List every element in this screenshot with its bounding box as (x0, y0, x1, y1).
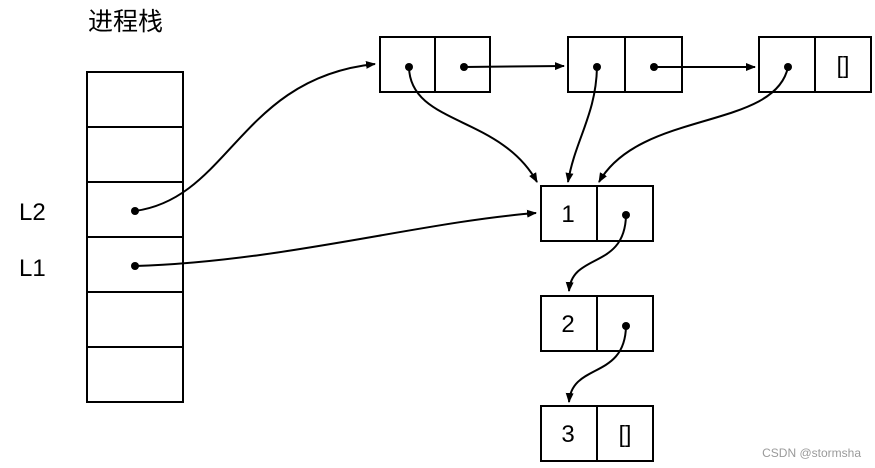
inner-cell-3-cdr (596, 405, 654, 462)
inner-cell-2-value: 2 (561, 311, 574, 338)
inner-cell-3 (540, 405, 654, 462)
arrow-outer-1-car-to-inner-1 (408, 66, 538, 183)
process-stack (86, 71, 184, 403)
watermark: CSDN @stormsha (762, 446, 861, 460)
outer-list (379, 36, 872, 93)
outer-cell-2-cdr (624, 36, 683, 93)
inner-cell-1-value: 1 (561, 201, 574, 228)
arrow-outer-2-car-to-inner-1 (565, 66, 598, 183)
arrow-l2-to-outer-list (134, 60, 376, 212)
outer-cell-1-cdr (434, 36, 491, 93)
inner-list (540, 185, 654, 462)
inner-cell-2-cdr (596, 295, 654, 352)
arrow-outer-1-to-outer-2 (463, 62, 565, 71)
outer-cell-3-cdr (814, 36, 872, 93)
pointer-dots (131, 63, 792, 330)
stack-label-l2: L2 (19, 199, 46, 226)
arrow-l1-to-inner-list (134, 209, 537, 267)
inner-cell-3-nil: [] (619, 421, 632, 447)
inner-cell-3-value: 3 (561, 421, 574, 448)
stack-label-l1: L1 (19, 255, 46, 282)
arrow-inner-2-to-inner-3 (565, 325, 627, 403)
pointer-arrows (134, 60, 789, 403)
inner-cell-2 (540, 295, 654, 352)
arrow-inner-1-to-inner-2 (565, 214, 627, 292)
outer-cell-1 (379, 36, 491, 93)
outer-cell-3 (758, 36, 872, 93)
outer-cell-3-nil: [] (837, 52, 850, 78)
inner-cell-1 (540, 185, 654, 242)
inner-cell-1-cdr (596, 185, 654, 242)
outer-cell-2 (567, 36, 683, 93)
arrow-outer-3-car-to-inner-1 (598, 66, 789, 183)
stack-title: 进程栈 (88, 8, 163, 36)
